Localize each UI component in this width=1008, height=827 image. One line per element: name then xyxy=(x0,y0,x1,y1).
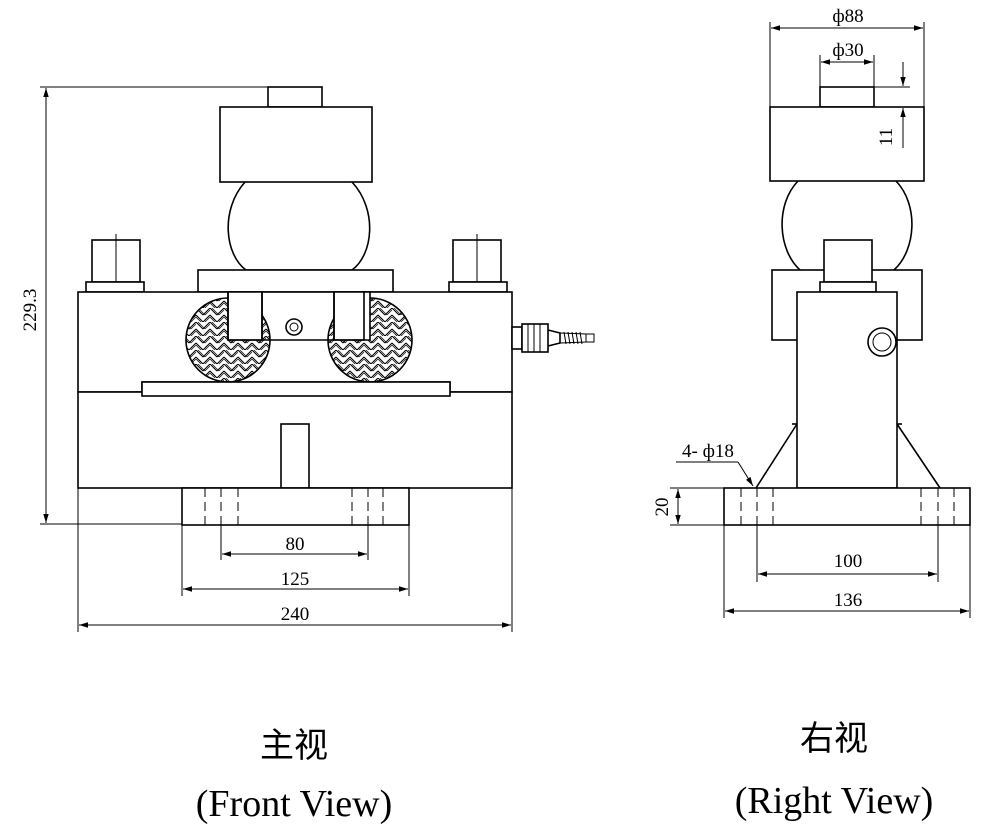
ball xyxy=(227,181,371,271)
left-bolt-washer xyxy=(85,281,145,293)
upper-body xyxy=(77,291,513,393)
dim-base-length: 136 xyxy=(834,590,863,611)
dim-top-diameter: ф88 xyxy=(832,6,863,27)
rv-base-plate xyxy=(723,487,971,526)
rv-column xyxy=(796,291,898,489)
dim-pin-diameter: ф30 xyxy=(832,40,863,61)
rv-bolt-head xyxy=(823,239,873,283)
rv-gusset-left xyxy=(755,423,798,489)
center-bolt xyxy=(285,318,303,336)
right-caption-cn: 右视 xyxy=(800,719,868,759)
right-view: ф88 ф30 11 4- ф18 20 100 136 右视 (Right xyxy=(652,6,971,822)
dim-holes: 4- ф18 xyxy=(682,441,734,462)
base-plate xyxy=(181,487,410,526)
top-cap xyxy=(219,106,373,183)
front-view: 229.3 80 125 240 主视 (Front View) xyxy=(20,86,595,825)
right-caption-en: (Right View) xyxy=(735,780,934,822)
rv-connector xyxy=(867,327,897,357)
front-caption-en: (Front View) xyxy=(196,783,393,825)
dim-height: 229.3 xyxy=(20,289,41,332)
dim-overall-width: 240 xyxy=(281,604,310,625)
rv-gusset-right xyxy=(896,423,941,489)
dim-pin-height: 11 xyxy=(876,128,897,146)
ball-seat xyxy=(197,269,394,293)
right-bolt-washer xyxy=(448,281,508,293)
rv-ball xyxy=(781,180,913,271)
dim-bolt-pitch: 80 xyxy=(286,534,305,555)
cable-connector xyxy=(511,323,595,353)
dim-base-thickness: 20 xyxy=(652,498,673,517)
dim-hole-pitch: 100 xyxy=(834,551,863,572)
front-caption-cn: 主视 xyxy=(260,726,328,766)
rv-top-pin xyxy=(819,86,875,108)
center-pillar xyxy=(280,423,310,489)
top-pin xyxy=(267,86,323,108)
rv-top-cap xyxy=(769,106,925,182)
dim-base-width: 125 xyxy=(281,569,310,590)
